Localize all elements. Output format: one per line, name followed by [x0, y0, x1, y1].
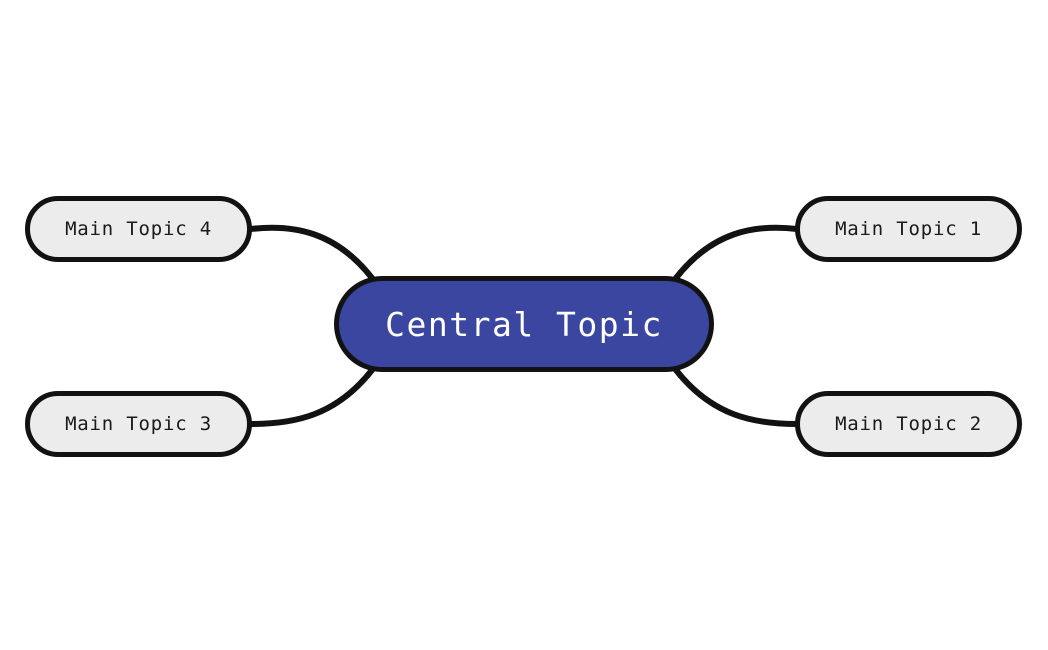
branch-node-main-topic-4[interactable]: Main Topic 4 — [25, 196, 252, 262]
branch-label-main-topic-3: Main Topic 3 — [65, 413, 212, 435]
central-topic-label: Central Topic — [385, 304, 663, 344]
branch-node-main-topic-2[interactable]: Main Topic 2 — [795, 391, 1022, 457]
branch-label-main-topic-4: Main Topic 4 — [65, 218, 212, 240]
branch-label-main-topic-2: Main Topic 2 — [835, 413, 982, 435]
connector-central-to-topic4 — [248, 224, 375, 281]
connector-central-to-topic3 — [248, 367, 375, 427]
branch-node-main-topic-3[interactable]: Main Topic 3 — [25, 391, 252, 457]
connector-central-to-topic1 — [673, 224, 800, 281]
central-topic-node[interactable]: Central Topic — [334, 276, 714, 372]
connector-central-to-topic2 — [673, 367, 800, 427]
branch-label-main-topic-1: Main Topic 1 — [835, 218, 982, 240]
branch-node-main-topic-1[interactable]: Main Topic 1 — [795, 196, 1022, 262]
